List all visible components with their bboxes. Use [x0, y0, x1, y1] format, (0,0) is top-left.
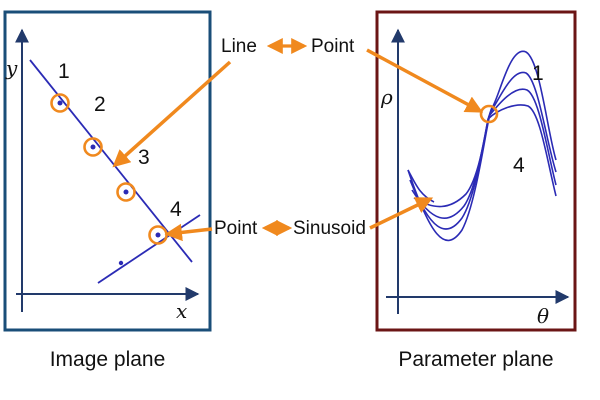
sinusoid-3 — [411, 88, 557, 219]
image-point-3 — [116, 182, 136, 202]
image-point-label-1: 1 — [58, 60, 70, 83]
image-x-axis-label: x — [176, 299, 187, 323]
image-point-1 — [50, 93, 70, 113]
relation-line-label: Line — [221, 36, 257, 57]
arrow-point-to-image-point4 — [164, 223, 213, 242]
image-y-axis-label: y — [5, 56, 18, 80]
image-plane-panel: y x 1 2 3 4 — [3, 10, 212, 332]
image-point-2 — [83, 137, 103, 157]
sinusoid-4 — [413, 104, 557, 208]
parameter-plane-panel: ρ θ 1 4 — [375, 10, 577, 332]
image-plane-frame — [3, 10, 212, 332]
param-theta-axis-label: θ — [537, 304, 549, 328]
param-rho-axis-label: ρ — [380, 85, 393, 109]
image-plane-caption: Image plane — [49, 348, 166, 371]
relation-sinusoid-label: Sinusoid — [293, 218, 366, 239]
relation-line-point: Line Point — [221, 36, 355, 57]
sinusoid-1 — [407, 50, 557, 242]
image-point-label-4: 4 — [170, 198, 182, 221]
curve-label-1: 1 — [532, 62, 544, 85]
curve-label-4: 4 — [513, 154, 525, 177]
intersection-ring — [479, 104, 499, 124]
image-point-label-2: 2 — [94, 93, 106, 116]
relation-point2-label: Point — [214, 218, 258, 239]
relation-point-sinusoid: Point Sinusoid — [214, 218, 366, 239]
parameter-plane-caption: Parameter plane — [398, 348, 554, 371]
image-point-4 — [148, 225, 168, 245]
parameter-plane-frame — [375, 10, 577, 332]
arrow-point-to-intersection — [366, 48, 484, 113]
image-secondary-dot — [118, 260, 124, 266]
image-secondary-line — [97, 214, 201, 284]
sinusoid-2 — [409, 71, 557, 230]
arrow-sinusoid-to-curve — [369, 197, 434, 230]
image-main-line — [29, 59, 193, 263]
image-point-label-3: 3 — [138, 146, 150, 169]
arrow-line-to-image-line — [112, 60, 232, 168]
relation-point-label: Point — [311, 36, 355, 57]
